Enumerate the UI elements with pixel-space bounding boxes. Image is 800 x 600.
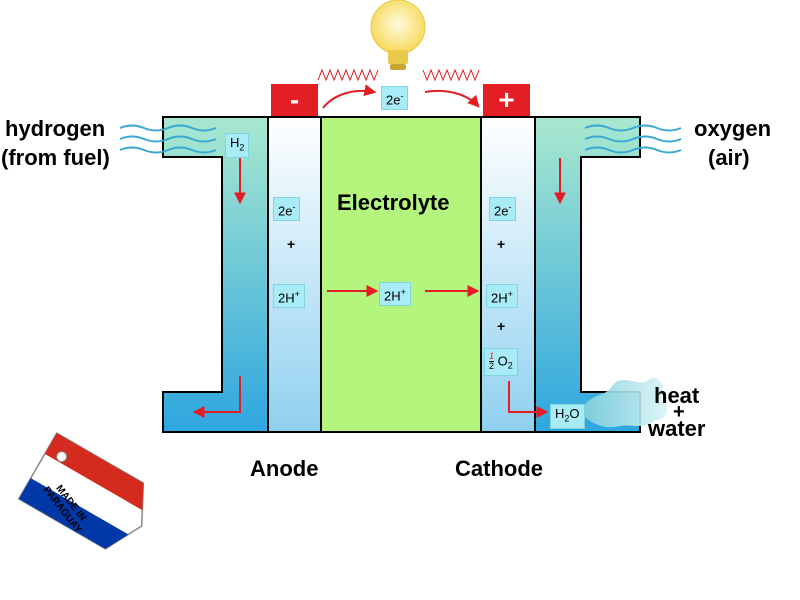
- made-in-paraguay-tag: [17, 432, 161, 559]
- half-o2-denominator: 2: [489, 361, 495, 371]
- light-bulb-icon: [370, 0, 426, 70]
- electron-tag-top-base: 2e: [386, 92, 401, 108]
- cathode-electrode: [480, 116, 536, 433]
- anode-proton-charge: +: [294, 289, 300, 299]
- heat-label: heat: [654, 383, 700, 408]
- cathode-proton-tag: 2H+: [486, 284, 518, 309]
- steam-cloud: [580, 378, 668, 428]
- negative-terminal: -: [271, 84, 318, 116]
- cathode-label: Cathode: [455, 456, 543, 481]
- electrolyte-proton-charge: +: [400, 287, 406, 297]
- h2-tag-subscript: 2: [239, 142, 245, 153]
- anode-exhaust-arrow: [192, 376, 241, 418]
- water-label: water: [648, 416, 706, 441]
- cathode-proton-base: 2H: [491, 290, 508, 306]
- anode-proton-base: 2H: [278, 290, 295, 306]
- anode-electrode: [267, 116, 322, 433]
- electron-tag-top: 2e-: [381, 86, 409, 111]
- heat-water-plus: +: [673, 401, 685, 423]
- anode-proton-tag: 2H+: [273, 284, 305, 309]
- electron-tag-top-charge: -: [400, 91, 404, 101]
- anode-electron-tag: 2e-: [273, 197, 301, 222]
- anode-electron-base: 2e: [278, 203, 293, 219]
- h2o-subscript: 2: [564, 413, 570, 424]
- half-o2-element: O: [497, 353, 508, 369]
- electron-flow-arrow-left: [322, 84, 377, 109]
- cathode-plus-operator-1: +: [497, 236, 506, 252]
- wire-zigzag-right: [422, 68, 480, 82]
- cathode-water-arrow: [508, 381, 549, 418]
- h2-tag: H2: [225, 133, 250, 158]
- half-o2-numerator: 1: [489, 351, 495, 362]
- anode-plus-operator: +: [287, 236, 296, 252]
- positive-terminal: +: [483, 84, 530, 116]
- wire-zigzag-left: [317, 68, 379, 82]
- oxygen-inflow-lines: [584, 124, 682, 154]
- electrolyte-layer: [320, 116, 482, 433]
- oxygen-source-label: (air): [708, 145, 750, 170]
- anode-gas-channel: [162, 116, 269, 433]
- cathode-proton-charge: +: [507, 289, 513, 299]
- h2o-tag: H2O: [550, 404, 585, 429]
- h2o-oxygen: O: [569, 406, 580, 421]
- hydrogen-label: hydrogen: [5, 116, 106, 141]
- anode-label: Anode: [250, 456, 319, 481]
- oxygen-label: oxygen: [694, 116, 772, 141]
- cathode-electron-base: 2e: [494, 203, 509, 219]
- hydrogen-source-label: (from fuel): [1, 145, 110, 170]
- half-o2-subscript: 2: [507, 360, 513, 371]
- half-o2-tag: 1 2 O2: [484, 348, 518, 376]
- cathode-electron-tag: 2e-: [489, 197, 517, 222]
- electrolyte-label: Electrolyte: [337, 190, 450, 215]
- h2o-hydrogen: H: [555, 406, 565, 421]
- cathode-electron-charge: -: [508, 202, 512, 212]
- electrolyte-proton-base: 2H: [384, 288, 401, 304]
- h2-tag-element: H: [230, 135, 240, 150]
- electrolyte-proton-tag: 2H+: [379, 282, 411, 307]
- cathode-plus-operator-2: +: [497, 318, 506, 334]
- hydrogen-inflow-lines: [119, 124, 217, 154]
- anode-electron-charge: -: [292, 202, 296, 212]
- electron-flow-arrow-right: [424, 89, 480, 108]
